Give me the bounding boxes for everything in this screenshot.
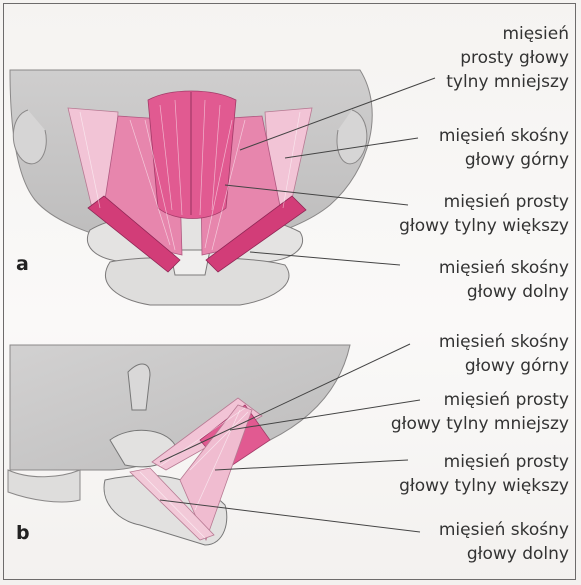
mastoid: [8, 470, 80, 502]
label-b-obliquus-inferior: mięsień skośny głowy dolny: [439, 518, 569, 566]
label-line: głowy dolny: [439, 280, 569, 304]
label-line: głowy tylny większy: [399, 214, 569, 238]
label-line: prosty głowy: [446, 46, 569, 70]
label-b-rectus-minor: mięsień prosty głowy tylny mniejszy: [391, 388, 569, 436]
label-line: mięsień prosty: [399, 190, 569, 214]
label-line: mięsień skośny: [439, 124, 569, 148]
label-line: głowy górny: [439, 148, 569, 172]
styloid: [128, 364, 150, 410]
panel-b-letter: b: [16, 522, 30, 544]
label-line: mięsień prosty: [391, 388, 569, 412]
label-b-obliquus-superior: mięsień skośny głowy górny: [439, 330, 569, 378]
label-line: mięsień prosty: [399, 450, 569, 474]
label-line: głowy górny: [439, 354, 569, 378]
label-line: głowy tylny większy: [399, 474, 569, 498]
label-line: tylny mniejszy: [446, 70, 569, 94]
label-b-rectus-major: mięsień prosty głowy tylny większy: [399, 450, 569, 498]
label-a-obliquus-inferior: mięsień skośny głowy dolny: [439, 256, 569, 304]
label-a-rectus-minor: mięsień prosty głowy tylny mniejszy: [446, 22, 569, 94]
label-line: mięsień skośny: [439, 518, 569, 542]
panel-a-letter: a: [16, 253, 29, 275]
label-line: mięsień skośny: [439, 256, 569, 280]
label-line: mięsień: [446, 22, 569, 46]
label-a-rectus-major: mięsień prosty głowy tylny większy: [399, 190, 569, 238]
label-line: mięsień skośny: [439, 330, 569, 354]
label-line: głowy dolny: [439, 542, 569, 566]
label-a-obliquus-superior: mięsień skośny głowy górny: [439, 124, 569, 172]
label-line: głowy tylny mniejszy: [391, 412, 569, 436]
